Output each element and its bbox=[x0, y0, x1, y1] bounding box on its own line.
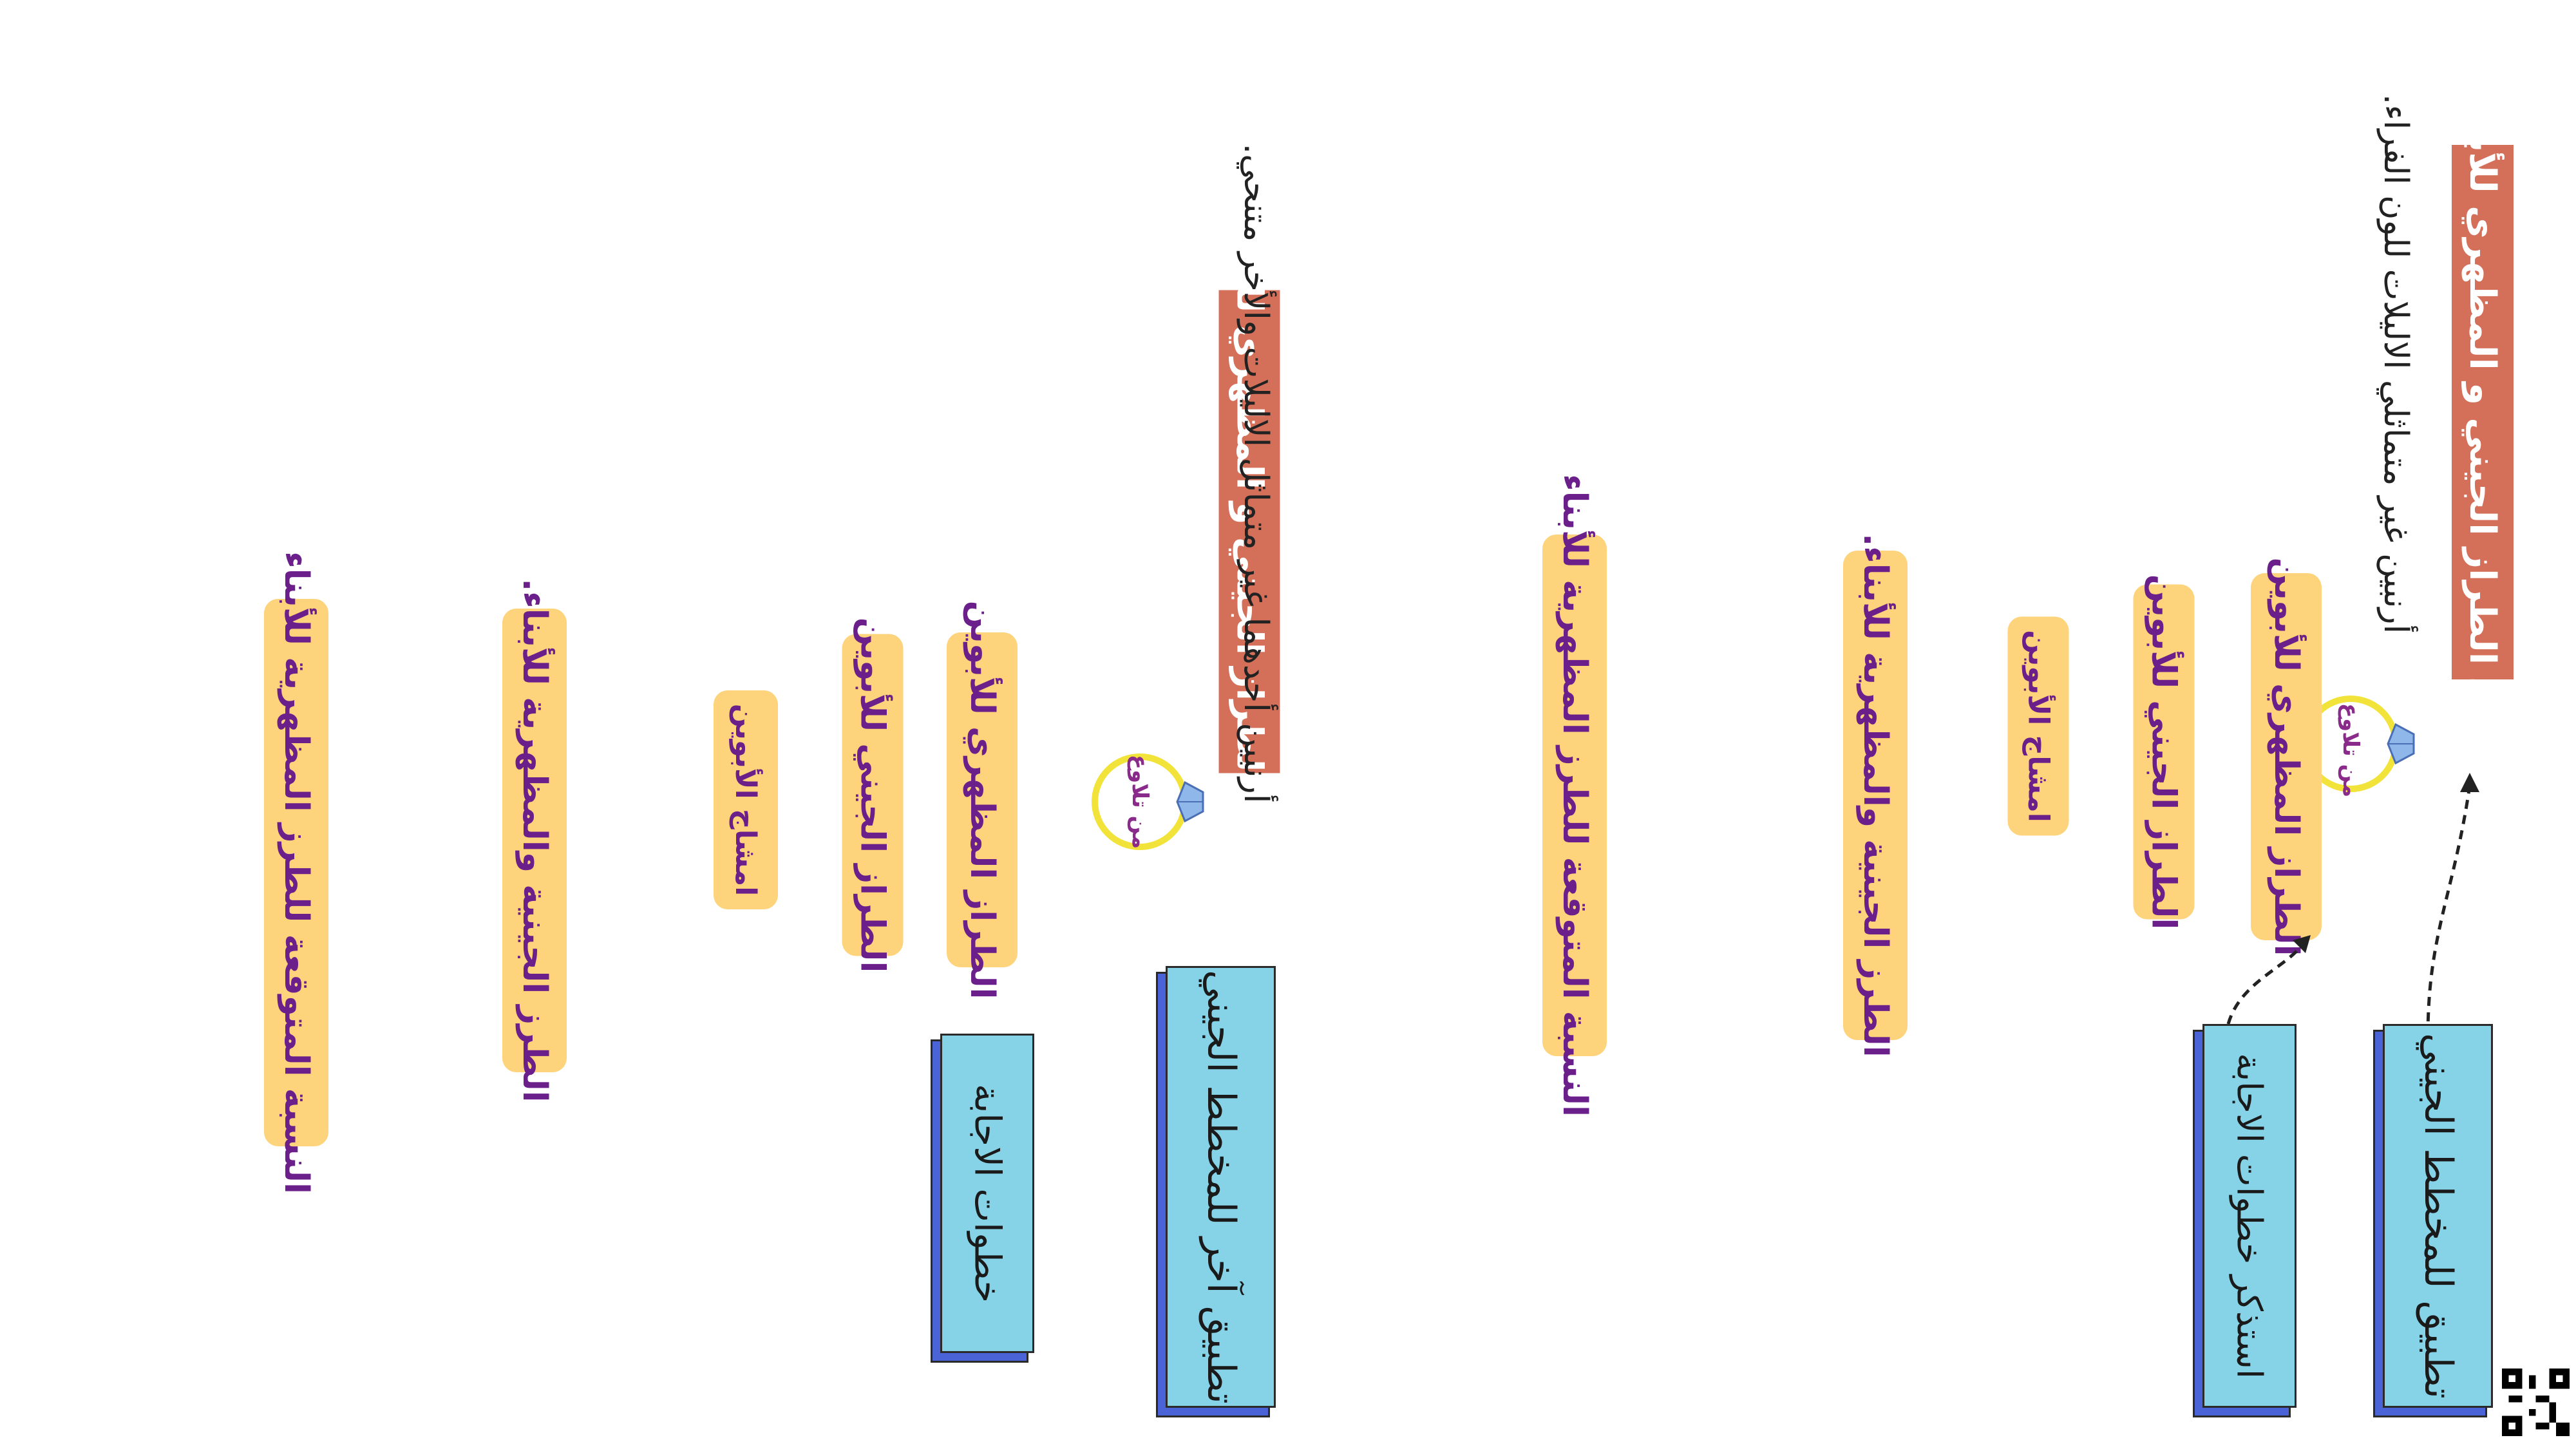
panel1-gametes: امشاج الأبوين bbox=[2007, 616, 2069, 836]
gem-badge-icon bbox=[1092, 753, 1204, 850]
panel1-ratio: النسبة المتوقعة للطرز المظهرية للأبناء bbox=[1542, 474, 1607, 1117]
panel2-offspring: الطرز الجينية والمظهرية للأبناء. bbox=[502, 578, 567, 1103]
panel1-title: أوجد الطراز الجيني و المظهري للأبناء . bbox=[2452, 66, 2514, 759]
qr-code-icon bbox=[2502, 1368, 2570, 1436]
panel2-ratio: النسبة المتوقعة للطرز المظهرية للأبناء bbox=[264, 551, 328, 1194]
panel2-question: أرنبين أحدهما غير متماثل الاليلات والأخر… bbox=[1236, 143, 1275, 804]
panel1-offspring: الطرز الجينية والمظهرية للأبناء. bbox=[1843, 533, 1908, 1057]
panel2-badge-text: من تلاوع bbox=[1127, 754, 1153, 849]
panel2-apply-button[interactable]: تطبيق آخر للمخطط الجيني bbox=[1166, 966, 1276, 1408]
dashed-arrow-icon bbox=[2226, 773, 2479, 1037]
panel2-steps-button[interactable]: خطوات الاجابة bbox=[940, 1034, 1034, 1353]
gem-badge-icon bbox=[2302, 696, 2415, 792]
panel1-steps-button[interactable]: استذكر خطوات الاجابة bbox=[2202, 1024, 2297, 1408]
panel1-apply-label: تطبيق للمخطط الجيني bbox=[2415, 1033, 2461, 1399]
panel2-steps-label: خطوات الاجابة bbox=[966, 1083, 1009, 1303]
panel1-apply-button[interactable]: تطبيق للمخطط الجيني bbox=[2383, 1024, 2493, 1408]
panel2-parent-phenotype: الطراز المظهري للأبوين bbox=[947, 601, 1018, 999]
panel2-gametes: امشاج الأبوين bbox=[714, 690, 778, 909]
panel2-parent-genotype: الطراز الجيني للأبوين bbox=[842, 618, 904, 972]
panel2-apply-label: تطبيق آخر للمخطط الجيني bbox=[1198, 970, 1244, 1404]
panel1-parent-genotype: الطراز الجيني للأبوين bbox=[2133, 574, 2195, 929]
panel1-question: أرنبين غير متماثلي الاليلات للون الفراء. bbox=[2376, 93, 2415, 634]
panel1-steps-label: استذكر خطوات الاجابة bbox=[2229, 1053, 2270, 1379]
